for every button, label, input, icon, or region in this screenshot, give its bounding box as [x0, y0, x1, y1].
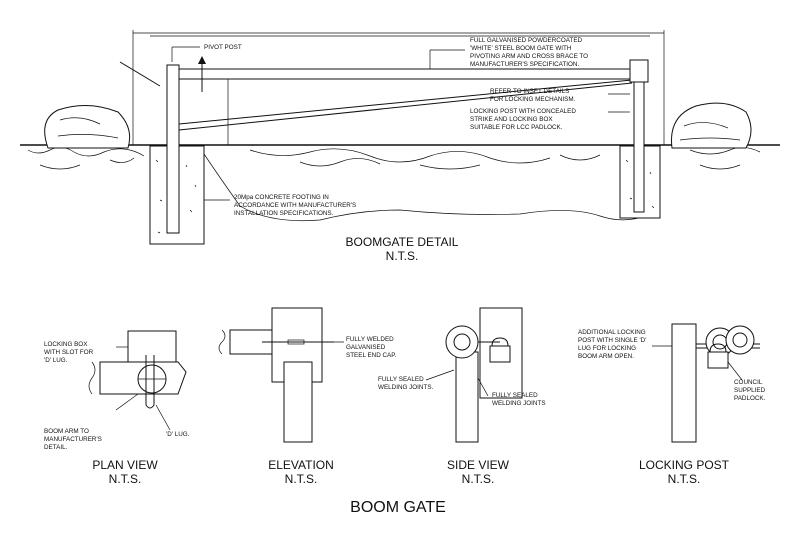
- label-elevation-end-cap: FULLY WELDED GALVANISED STEEL END CAP.: [346, 336, 397, 359]
- boomgate-detail-title: BOOMGATE DETAIL: [346, 235, 459, 249]
- left-boulder-texture: [57, 117, 119, 139]
- right-boulder-texture: [679, 122, 741, 141]
- label-side-sealed-right: FULLY SEALED WELDING JOINTS: [492, 392, 546, 407]
- cross-brace: [178, 79, 633, 125]
- locking-post-padlock: [707, 351, 729, 369]
- excavation-profile: [199, 147, 661, 222]
- side-view-title: SIDE VIEW: [447, 458, 510, 472]
- leader-plan-d-lug: [155, 404, 171, 431]
- label-plan-d-lug: 'D' LUG.: [166, 431, 190, 438]
- boomgate-detail: PIVOT POST FULL GALVANISED POWDERCOATED …: [20, 30, 780, 263]
- elevation-scale: N.T.S.: [285, 472, 318, 486]
- elevation: FULLY WELDED GALVANISED STEEL END CAP. E…: [218, 307, 397, 486]
- soil-hatching: [27, 147, 761, 170]
- locking-post-scale: N.T.S.: [668, 472, 701, 486]
- elevation-slot: [287, 339, 305, 345]
- label-side-sealed-left: FULLY SEALED WELDING JOINTS.: [378, 376, 434, 391]
- pivot-post: [166, 64, 180, 234]
- label-plan-locking-box: LOCKING BOX WITH SLOT FOR 'D' LUG.: [44, 341, 95, 364]
- boomgate-detail-scale: N.T.S.: [386, 249, 419, 263]
- sheet-title: BOOM GATE: [350, 499, 446, 516]
- label-inset-details: REFER TO INSET DETAILS FOR LOCKING MECHA…: [490, 88, 576, 103]
- leader-locking-padlock: [727, 361, 743, 381]
- elevation-title: ELEVATION: [268, 458, 334, 472]
- label-locking-post: LOCKING POST WITH CONCEALED STRIKE AND L…: [470, 108, 578, 131]
- elevation-post: [283, 361, 313, 443]
- leader-side-sealed-left: [425, 369, 455, 381]
- plan-locking-box: [127, 330, 177, 366]
- label-concrete-footing: 20Mpa CONCRETE FOOTING IN ACCORDANCE WIT…: [234, 194, 358, 217]
- locking-post-boom-inner: [732, 332, 748, 348]
- cross-brace-lower: [178, 82, 633, 131]
- elevation-break-line: [218, 329, 226, 355]
- label-plan-boom-arm: BOOM ARM TO MANUFACTURER'S DETAIL.: [44, 428, 104, 451]
- side-view: FULLY SEALED WELDING JOINTS. FULLY SEALE…: [378, 307, 546, 486]
- label-boom-gate: FULL GALVANISED POWDERCOATED 'WHITE' STE…: [470, 37, 590, 68]
- right-boulder: [671, 102, 752, 149]
- leader-arrow: [119, 61, 161, 87]
- boom-arm: [178, 68, 640, 80]
- locking-box: [629, 59, 649, 83]
- plan-view-scale: N.T.S.: [109, 472, 142, 486]
- label-pivot-post: PIVOT POST: [204, 44, 242, 51]
- locking-post: [633, 59, 645, 213]
- lift-arrow-head: [198, 56, 206, 64]
- label-locking-additional: ADDITIONAL LOCKING POST WITH SINGLE 'D' …: [578, 329, 648, 360]
- locking-post-detail: ADDITIONAL LOCKING POST WITH SINGLE 'D' …: [578, 323, 767, 486]
- side-view-padlock-shackle: [491, 337, 509, 347]
- plan-view-title: PLAN VIEW: [92, 458, 158, 472]
- leader-plan-boom-arm: [115, 393, 139, 411]
- side-view-padlock: [489, 345, 511, 363]
- locking-post-body: [671, 323, 697, 443]
- side-view-scale: N.T.S.: [462, 472, 495, 486]
- left-boulder: [44, 105, 131, 149]
- side-view-pivot-inner: [453, 333, 471, 351]
- plan-view: LOCKING BOX WITH SLOT FOR 'D' LUG. BOOM …: [44, 330, 190, 486]
- side-view-post: [455, 351, 479, 443]
- label-locking-padlock: COUNCIL SUPPLIED PADLOCK.: [734, 379, 767, 402]
- locking-footing-aggregate: [625, 159, 655, 209]
- plan-d-lug: [145, 355, 155, 409]
- leader-side-sealed-right: [477, 377, 489, 397]
- plan-break-line: [88, 361, 96, 395]
- locking-post-padlock-shackle: [709, 343, 727, 353]
- locking-post-title: LOCKING POST: [639, 458, 730, 472]
